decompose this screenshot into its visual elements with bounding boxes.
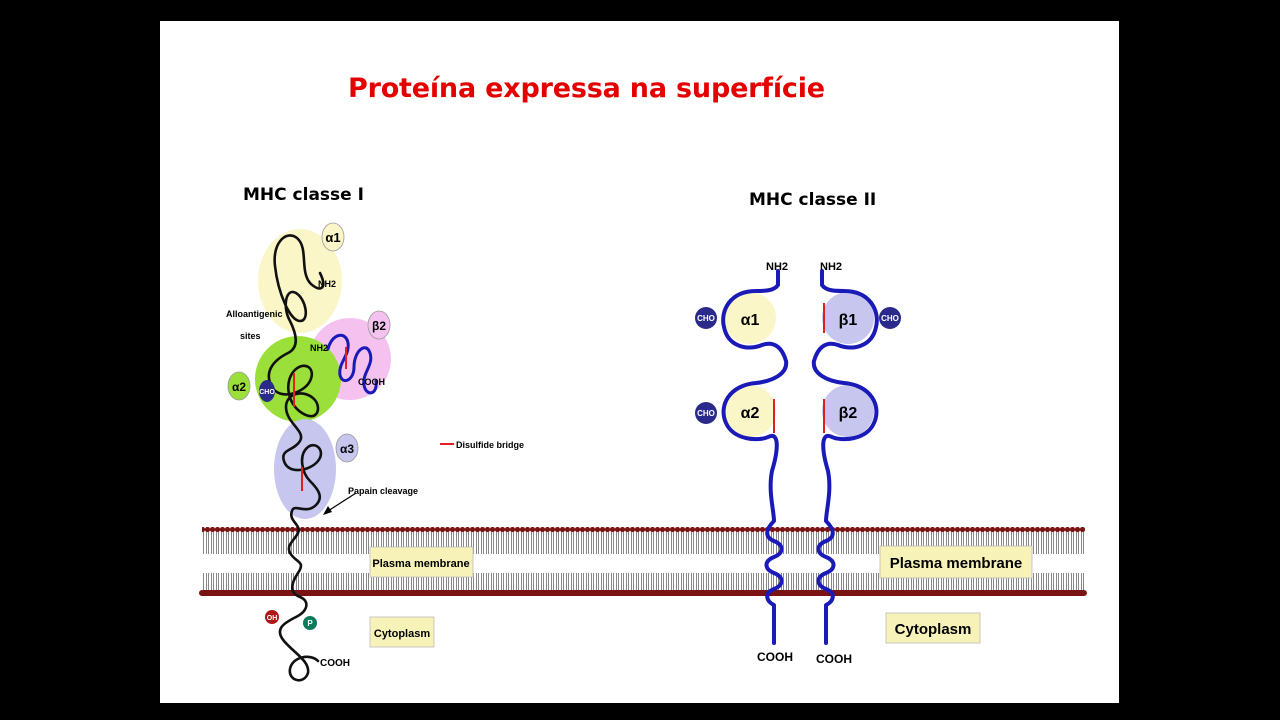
mhc2-b1-domain — [822, 292, 874, 344]
mhc2-nh2-right: NH2 — [820, 261, 842, 273]
mhc2-plasma-membrane-label: Plasma membrane — [879, 545, 1033, 579]
mhc1-alloantigenic-1: Alloantigenic — [226, 309, 283, 319]
mhc2-plasma-membrane-text: Plasma membrane — [890, 555, 1023, 572]
mhc1-p-badge: P — [303, 616, 317, 630]
mhc1-cho-text: CHO — [259, 389, 275, 396]
slide: Proteína expressa na superfície MHC clas… — [160, 21, 1119, 703]
mhc1-cytoplasm-label: Cytoplasm — [369, 616, 435, 648]
mhc2-cooh-left: COOH — [757, 650, 793, 664]
mhc1-b2-text: β2 — [372, 319, 386, 333]
mhc2-cho-a2: CHO — [695, 402, 717, 424]
mhc2-cho-a1-text: CHO — [697, 314, 715, 323]
mhc1-b2m-chain — [326, 333, 378, 395]
mhc1-alloantigenic-2: sites — [240, 331, 261, 341]
mhc1-a2-domain-blob — [255, 336, 341, 422]
mhc1-p-text: P — [307, 619, 313, 628]
mhc2-cytoplasm-text: Cytoplasm — [895, 621, 972, 638]
mhc1-nh2-top: NH2 — [318, 279, 336, 289]
mhc2-a1-text: α1 — [741, 312, 760, 329]
mhc2-cho-b1-text: CHO — [881, 314, 899, 323]
mhc2-cho-a1: CHO — [695, 307, 717, 329]
mhc1-cooh-tail: COOH — [320, 658, 350, 669]
disulfide-legend: Disulfide bridge — [440, 440, 524, 450]
mhc1-a1-label: α1 — [321, 222, 345, 252]
mhc2-a2-text: α2 — [741, 405, 760, 422]
membrane-left — [199, 518, 583, 596]
mhc1-cytoplasm-text: Cytoplasm — [374, 628, 430, 640]
disulfide-legend-text: Disulfide bridge — [456, 440, 524, 450]
mhc1-a2-label: α2 — [227, 371, 251, 401]
diagram-canvas: α1 β2 α2 α3 CHO NH2 NH2 COOH Alloantigen… — [199, 222, 1088, 682]
mhc2-b1-text: β1 — [839, 312, 858, 329]
mhc2-b2-domain — [822, 385, 874, 437]
mhc2-nh2-left: NH2 — [766, 261, 788, 273]
mhc1-oh-badge: OH — [265, 610, 279, 624]
mhc2-b2-text: β2 — [839, 405, 858, 422]
mhc1-a2-text: α2 — [232, 380, 246, 394]
mhc1-nh2-b2: NH2 — [310, 343, 328, 353]
mhc1-a1-text: α1 — [325, 230, 340, 245]
mhc1-title: MHC classe I — [243, 185, 364, 205]
mhc1-b2-label: β2 — [367, 310, 391, 340]
mhc2-cytoplasm-label: Cytoplasm — [885, 612, 981, 644]
mhc1-heavy-chain — [267, 234, 325, 682]
mhc1-a1-domain-blob — [258, 229, 342, 333]
slide-title: Proteína expressa na superfície — [348, 73, 825, 104]
mhc2-a1-domain — [724, 292, 776, 344]
mhc2-beta-chain — [811, 269, 879, 645]
papain-cleavage-annotation: Papain cleavage — [323, 486, 418, 515]
mhc1-cooh-b2: COOH — [358, 377, 385, 387]
mhc2-cho-b1: CHO — [879, 307, 901, 329]
mhc2-alpha-chain — [721, 269, 789, 645]
mhc2-cho-a2-text: CHO — [697, 409, 715, 418]
mhc2-a2-domain — [724, 385, 776, 437]
mhc1-a3-text: α3 — [340, 442, 354, 456]
mhc1-plasma-membrane-label: Plasma membrane — [369, 546, 474, 578]
mhc1-plasma-membrane-text: Plasma membrane — [372, 558, 469, 570]
mhc1-oh-text: OH — [267, 615, 278, 622]
mhc1-a3-label: α3 — [335, 433, 359, 463]
mhc2-title: MHC classe II — [749, 190, 877, 210]
mhc1-cho-badge: CHO — [259, 380, 275, 402]
mhc2-cooh-right: COOH — [816, 652, 852, 666]
papain-cleavage-text: Papain cleavage — [348, 486, 418, 496]
